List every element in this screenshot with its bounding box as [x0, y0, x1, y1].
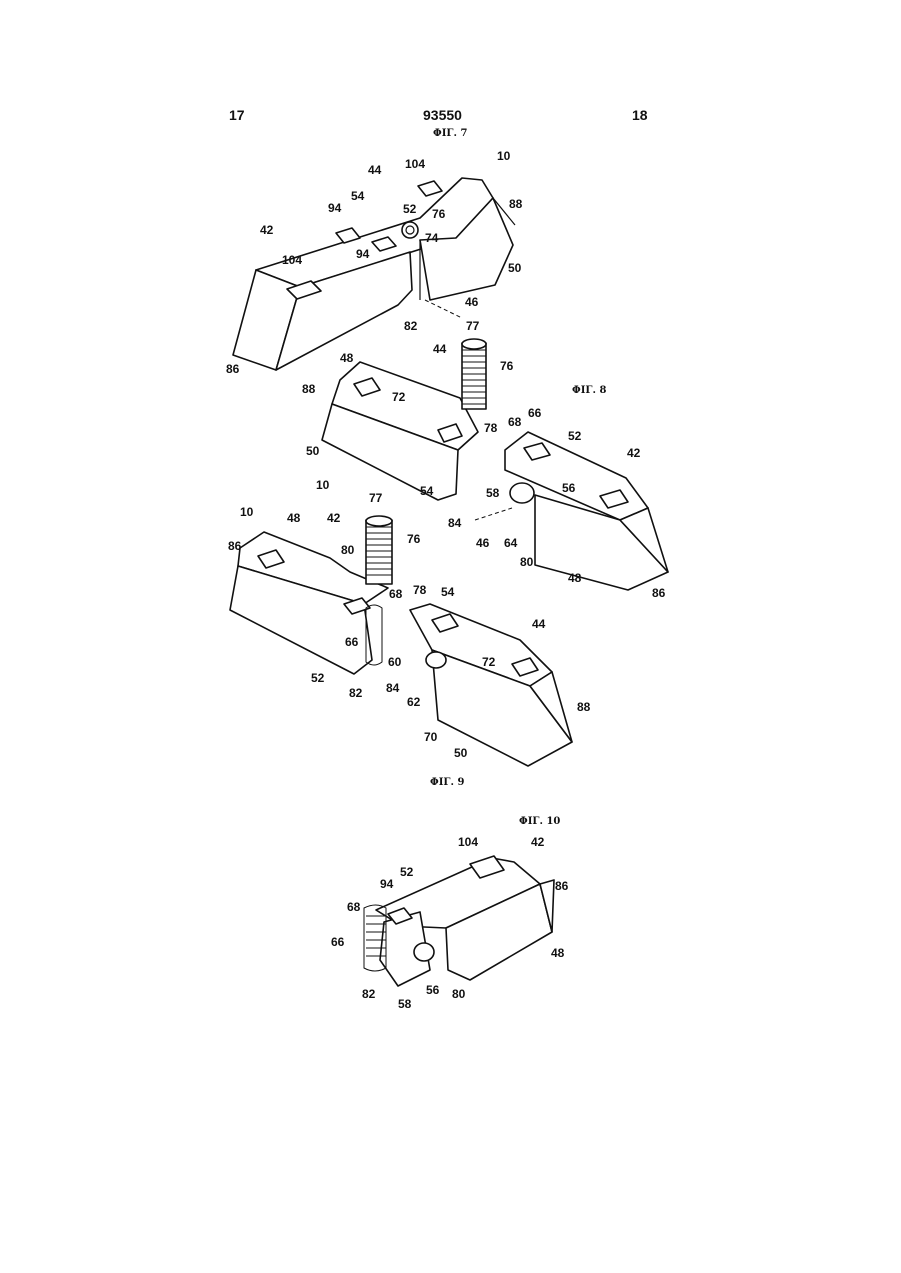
fig8-ref-72: 72 [392, 390, 406, 404]
fig7-ref-54: 54 [351, 189, 365, 203]
fig7-ref-82: 82 [404, 319, 418, 333]
fig10-ref-94: 94 [380, 877, 394, 891]
fig7-ref-94: 94 [356, 247, 370, 261]
fig7-ref-94: 94 [328, 201, 342, 215]
fig10-ref-66: 66 [331, 935, 345, 949]
fig8-ref-64: 64 [504, 536, 518, 550]
fig8-ref-66: 66 [528, 406, 542, 420]
fig9-ref-77: 77 [369, 491, 383, 505]
fig9-ref-48: 48 [287, 511, 301, 525]
fig8-ref-50: 50 [306, 444, 320, 458]
fig9-ref-70: 70 [424, 730, 438, 744]
fig9-ref-84: 84 [386, 681, 400, 695]
fig8-ref-78: 78 [484, 421, 498, 435]
fig9-ref-42: 42 [327, 511, 341, 525]
fig10-ref-48: 48 [551, 946, 565, 960]
fig7-ref-52: 52 [403, 202, 417, 216]
fig7-ref-44: 44 [368, 163, 382, 177]
fig10-ref-52: 52 [400, 865, 414, 879]
fig8-ref-84: 84 [448, 516, 462, 530]
fig10-ref-56: 56 [426, 983, 440, 997]
fig7-ref-50: 50 [508, 261, 522, 275]
fig7-ref-42: 42 [260, 223, 274, 237]
fig7-ref-104: 104 [405, 157, 425, 171]
figure-10-drawing [364, 856, 554, 986]
fig8-ref-46: 46 [476, 536, 490, 550]
fig7-ref-86: 86 [226, 362, 240, 376]
fig8-ref-68: 68 [508, 415, 522, 429]
fig8-ref-77: 77 [466, 319, 480, 333]
fig8-ref-76: 76 [500, 359, 514, 373]
fig10-ref-68: 68 [347, 900, 361, 914]
fig10-ref-58: 58 [398, 997, 412, 1011]
fig8-ref-52: 52 [568, 429, 582, 443]
fig9-ref-54: 54 [441, 585, 455, 599]
fig8-ref-42: 42 [627, 446, 641, 460]
fig7-ref-104: 104 [282, 253, 302, 267]
fig10-ref-86: 86 [555, 879, 569, 893]
fig9-ref-78: 78 [413, 583, 427, 597]
fig9-ref-86: 86 [228, 539, 242, 553]
fig7-ref-48: 48 [340, 351, 354, 365]
fig9-ref-80: 80 [341, 543, 355, 557]
fig8-ref-10: 10 [316, 478, 330, 492]
fig9-ref-44: 44 [532, 617, 546, 631]
fig9-ref-10: 10 [240, 505, 254, 519]
fig10-ref-104: 104 [458, 835, 478, 849]
fig9-ref-88: 88 [577, 700, 591, 714]
fig8-ref-48: 48 [568, 571, 582, 585]
fig8-ref-86: 86 [652, 586, 666, 600]
fig8-ref-88: 88 [302, 382, 316, 396]
fig7-ref-88: 88 [509, 197, 523, 211]
fig9-ref-66: 66 [345, 635, 359, 649]
fig7-ref-46: 46 [465, 295, 479, 309]
fig9-ref-82: 82 [349, 686, 363, 700]
fig9-ref-52: 52 [311, 671, 325, 685]
fig8-ref-56: 56 [562, 481, 576, 495]
fig9-ref-62: 62 [407, 695, 421, 709]
fig9-ref-50: 50 [454, 746, 468, 760]
fig10-ref-82: 82 [362, 987, 376, 1001]
fig8-ref-58: 58 [486, 486, 500, 500]
fig9-ref-60: 60 [388, 655, 402, 669]
fig7-ref-76: 76 [432, 207, 446, 221]
fig7-ref-10: 10 [497, 149, 511, 163]
fig10-ref-42: 42 [531, 835, 545, 849]
coil-spring-icon [462, 339, 486, 409]
fig10-ref-80: 80 [452, 987, 466, 1001]
fig9-ref-68: 68 [389, 587, 403, 601]
fig9-ref-76: 76 [407, 532, 421, 546]
figure-9-drawing [230, 516, 572, 766]
fig7-ref-74: 74 [425, 231, 439, 245]
fig9-ref-72: 72 [482, 655, 496, 669]
fig8-ref-80: 80 [520, 555, 534, 569]
fig8-ref-54: 54 [420, 484, 434, 498]
fig8-ref-44: 44 [433, 342, 447, 356]
coil-spring-icon [366, 516, 392, 584]
